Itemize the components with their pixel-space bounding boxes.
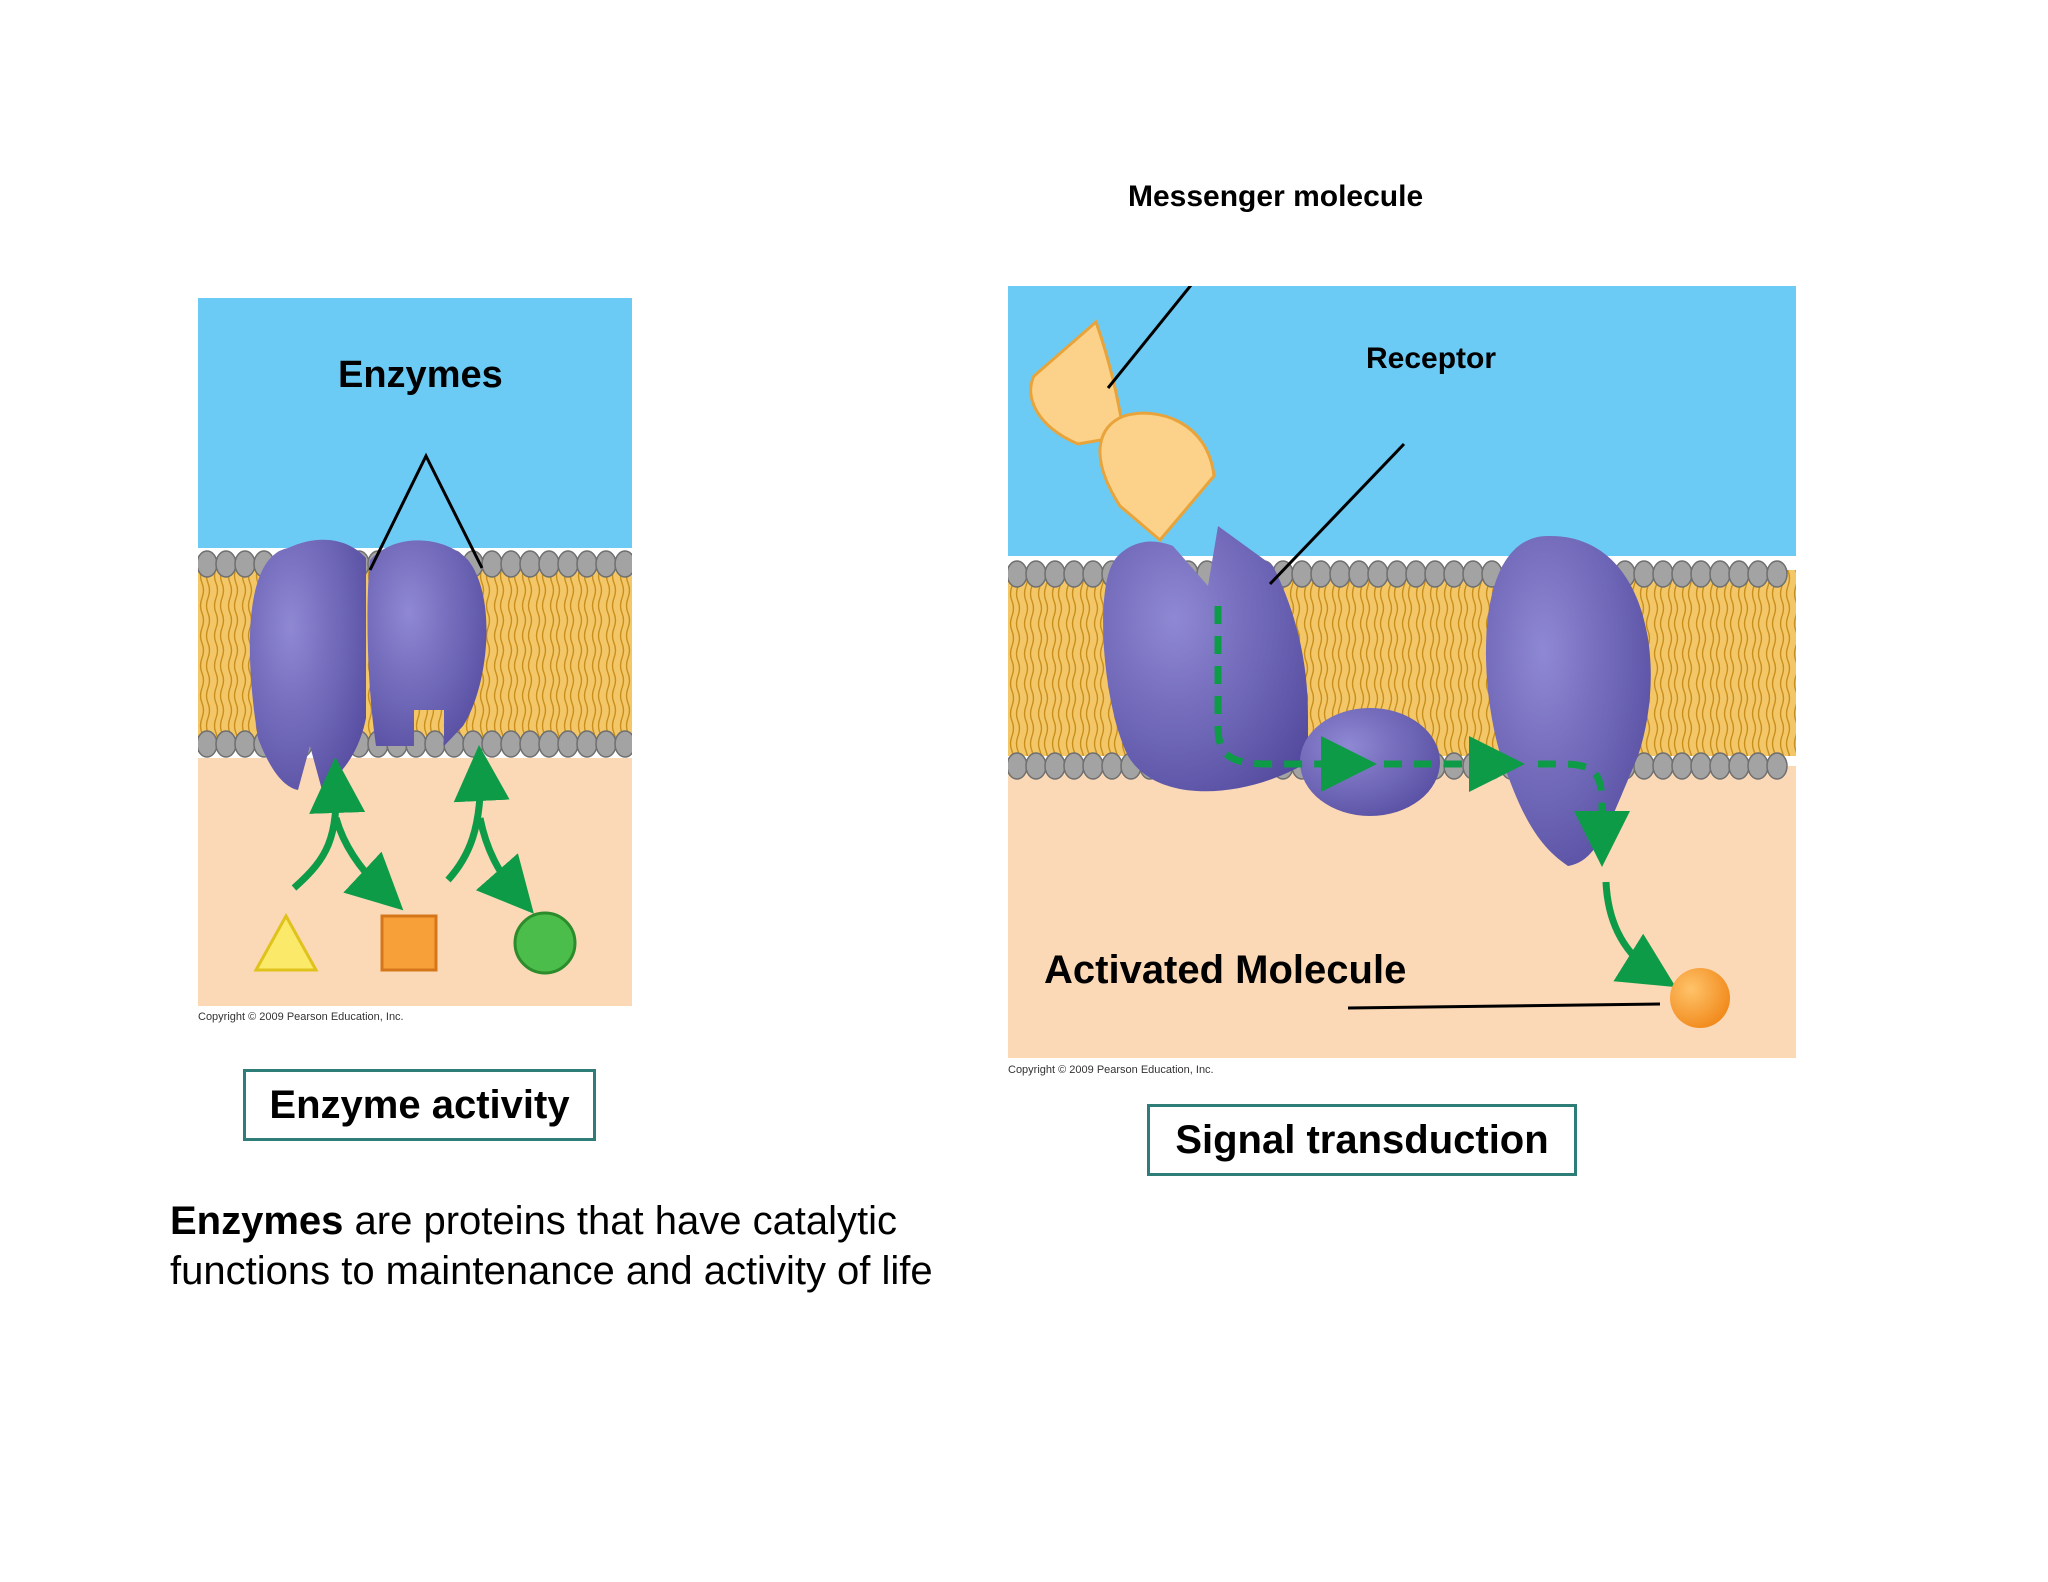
phospholipid-head [557,730,579,758]
signal-transduction-caption: Signal transduction [1147,1104,1577,1176]
phospholipid-head [1652,560,1674,588]
phospholipid-head [614,550,632,578]
phospholipid-head [1443,560,1465,588]
enzyme-copyright: Copyright © 2009 Pearson Education, Inc. [198,1011,404,1023]
cytoplasm [1008,766,1796,1058]
messenger-leader-line [1106,286,1193,389]
phospholipid-head [1310,560,1332,588]
phospholipid-head [1008,752,1028,780]
enzyme-description: Enzymes are proteins that have catalytic… [170,1196,1070,1296]
phospholipid-head [1690,752,1712,780]
phospholipid-head [519,730,541,758]
phospholipid-head [1063,560,1085,588]
phospholipid-head [1405,560,1427,588]
extracellular-fluid [198,298,632,548]
enzymes-label: Enzymes [338,354,503,396]
enzymes-leader-line [368,452,484,571]
phospholipid-head [481,730,503,758]
phospholipid-head [1766,560,1788,588]
signal-copyright: Copyright © 2009 Pearson Education, Inc. [1008,1064,1214,1076]
description-line-1: Enzymes are proteins that have catalytic [170,1196,1070,1246]
signal-illustration [1008,286,1796,1058]
enzyme-illustration [198,298,632,1006]
phospholipid-head [595,550,617,578]
phospholipid-head [1082,752,1104,780]
phospholipid-head [1671,560,1693,588]
phospholipid-head [1101,752,1123,780]
phospholipid-head [215,550,237,578]
phospholipid-head [1633,560,1655,588]
phospholipid-head [1747,752,1769,780]
phospholipid-head [1747,560,1769,588]
phospholipid-head [576,730,598,758]
phospholipid-head [1044,752,1066,780]
phospholipid-head [595,730,617,758]
phospholipid-head [1462,560,1484,588]
phospholipid-head [1063,752,1085,780]
messenger-molecule-label: Messenger molecule [1128,180,1424,213]
phospholipid-head [198,550,218,578]
phospholipid-head [234,730,256,758]
phospholipid-head [1025,560,1047,588]
phospholipid-head [500,550,522,578]
phospholipid-head [1671,752,1693,780]
phospholipid-head [1652,752,1674,780]
description-line-2: functions to maintenance and activity of… [170,1249,933,1293]
phospholipid-head [519,550,541,578]
triangle-molecule [253,912,319,972]
enzyme-diagram: Enzymes [198,298,632,1006]
description-line-1-rest: are proteins that have catalytic [343,1199,898,1243]
phospholipid-head [1348,560,1370,588]
description-term: Enzymes [170,1199,344,1243]
activated-molecule-label: Activated Molecule [1044,948,1407,992]
phospholipid-head [1424,560,1446,588]
receptor-protein [1103,526,1308,792]
enzyme-activity-caption: Enzyme activity [243,1069,596,1141]
phospholipid-head [424,730,446,758]
activated-leader-line [1347,1002,1661,1010]
messenger-molecule-bound [1098,411,1216,543]
phospholipid-head [557,550,579,578]
phospholipid-head [538,730,560,758]
phospholipid-head [1008,560,1028,588]
phospholipid-head [538,550,560,578]
phospholipid-head [1728,560,1750,588]
phospholipid-head [1766,752,1788,780]
square-molecule [380,914,438,972]
phospholipid-head [462,730,484,758]
phospholipid-head [500,730,522,758]
phospholipid-head [1291,560,1313,588]
activated-molecule [1670,968,1730,1028]
enzyme-left [249,539,366,790]
phospholipid-head [1329,560,1351,588]
phospholipid-head [1082,560,1104,588]
phospholipid-head [215,730,237,758]
phospholipid-head [1728,752,1750,780]
phospholipid-head [1709,560,1731,588]
phospholipid-head [1709,752,1731,780]
phospholipid-head [1044,560,1066,588]
phospholipid-head [1025,752,1047,780]
phospholipid-head [481,550,503,578]
phospholipid-head [1690,560,1712,588]
receptor-label: Receptor [1366,342,1497,375]
circle-molecule [513,911,577,975]
phospholipid-head [234,550,256,578]
messenger-molecule-free [1029,319,1126,446]
phospholipid-head [614,730,632,758]
phospholipid-head [1386,560,1408,588]
phospholipid-head [198,730,218,758]
enzyme-right [367,540,487,746]
effector-protein [1485,535,1651,866]
phospholipid-head [1367,560,1389,588]
receptor-leader-line [1268,442,1406,586]
signal-transduction-diagram: Receptor Activated Molecule [1008,286,1796,1058]
phospholipid-head [576,550,598,578]
